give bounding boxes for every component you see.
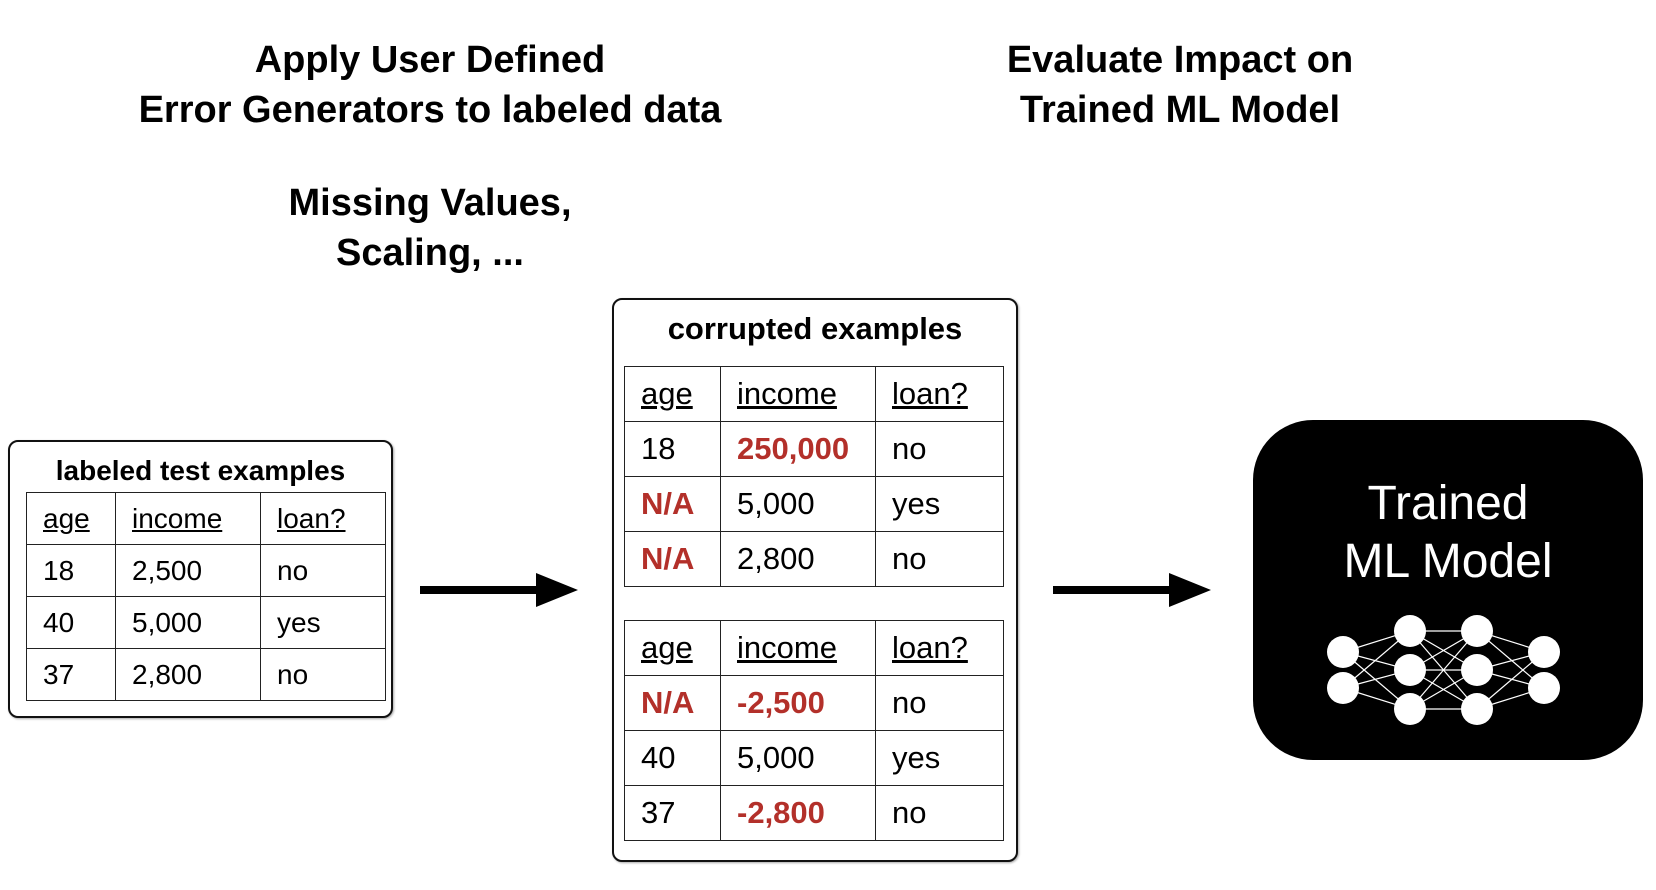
labeled-table: age income loan? 18 2,500 no 40 5,000 ye… [26, 492, 386, 701]
table-cell: 2,800 [115, 648, 261, 701]
corrupted-examples-panel: corrupted examples age income loan? 18 2… [612, 298, 1018, 862]
table-cell: 40 [26, 596, 116, 649]
table-row: 37 2,800 no [26, 648, 386, 701]
neural-network-icon [1327, 615, 1560, 725]
heading-apply-error-generators: Apply User Defined Error Generators to l… [95, 35, 765, 135]
nn-node [1461, 615, 1493, 647]
table-cell: N/A [624, 531, 721, 587]
nn-node [1394, 693, 1426, 725]
nn-node [1461, 693, 1493, 725]
nn-node [1327, 636, 1359, 668]
heading-apply-line-2: Error Generators to labeled data [138, 89, 722, 131]
table-cell: 5,000 [720, 730, 876, 786]
column-header-income: income [115, 492, 261, 545]
corrupted-table-2: age income loan? N/A -2,500 no 40 5,000 … [624, 620, 1004, 841]
table-cell: 18 [624, 421, 721, 477]
nn-node [1528, 672, 1560, 704]
model-label: Trained ML Model [1253, 475, 1643, 591]
table-row: 37 -2,800 no [624, 785, 1004, 841]
nn-node [1528, 636, 1560, 668]
table-cell: N/A [624, 476, 721, 532]
table-cell: 18 [26, 544, 116, 597]
table-cell: no [260, 648, 386, 701]
column-header-age: age [624, 366, 721, 422]
table-cell: yes [875, 730, 1004, 786]
corrupted-table-1: age income loan? 18 250,000 no N/A 5,000… [624, 366, 1004, 587]
table-header-row: age income loan? [26, 492, 386, 545]
table-cell: 40 [624, 730, 721, 786]
column-header-loan: loan? [875, 366, 1004, 422]
corrupted-panel-title: corrupted examples [667, 311, 963, 346]
column-header-loan: loan? [875, 620, 1004, 676]
model-label-line-1: Trained [1367, 477, 1529, 530]
table-header-row: age income loan? [624, 620, 1004, 676]
table-cell: -2,500 [720, 675, 876, 731]
table-cell: no [260, 544, 386, 597]
trained-model-box: Trained ML Model [1253, 420, 1643, 760]
table-cell: -2,800 [720, 785, 876, 841]
arrow-right-icon [420, 573, 578, 607]
heading-evaluate-impact: Evaluate Impact on Trained ML Model [930, 35, 1430, 135]
heading-evaluate-line-2: Trained ML Model [1019, 89, 1341, 131]
heading-apply-line-1: Apply User Defined [254, 39, 606, 81]
nn-node [1394, 654, 1426, 686]
nn-connection [1409, 630, 1478, 710]
table-cell: N/A [624, 675, 721, 731]
labeled-panel-title: labeled test examples [55, 455, 346, 486]
table-cell: no [875, 785, 1004, 841]
table-cell: 5,000 [720, 476, 876, 532]
table-row: 18 2,500 no [26, 544, 386, 597]
column-header-age: age [26, 492, 116, 545]
table-cell: 37 [624, 785, 721, 841]
labeled-examples-panel: labeled test examples age income loan? 1… [8, 440, 393, 718]
heading-errors-line-1: Missing Values, [288, 182, 572, 224]
column-header-loan: loan? [260, 492, 386, 545]
table-cell: yes [260, 596, 386, 649]
heading-errors-line-2: Scaling, ... [336, 232, 524, 274]
table-row: N/A 5,000 yes [624, 476, 1004, 532]
table-cell: 2,800 [720, 531, 876, 587]
table-cell: 2,500 [115, 544, 261, 597]
arrow-right-icon [1053, 573, 1211, 607]
nn-node [1327, 672, 1359, 704]
heading-error-types: Missing Values, Scaling, ... [200, 178, 660, 278]
table-row: 18 250,000 no [624, 421, 1004, 477]
table-row: 40 5,000 yes [624, 730, 1004, 786]
table-cell: 250,000 [720, 421, 876, 477]
table-row: 40 5,000 yes [26, 596, 386, 649]
table-cell: yes [875, 476, 1004, 532]
nn-node [1461, 654, 1493, 686]
table-cell: 5,000 [115, 596, 261, 649]
column-header-income: income [720, 620, 876, 676]
heading-evaluate-line-1: Evaluate Impact on [1006, 39, 1354, 81]
table-row: N/A 2,800 no [624, 531, 1004, 587]
column-header-age: age [624, 620, 721, 676]
table-row: N/A -2,500 no [624, 675, 1004, 731]
table-header-row: age income loan? [624, 366, 1004, 422]
table-cell: no [875, 675, 1004, 731]
table-cell: no [875, 421, 1004, 477]
model-label-line-2: ML Model [1343, 535, 1553, 588]
table-cell: no [875, 531, 1004, 587]
table-cell: 37 [26, 648, 116, 701]
nn-node [1394, 615, 1426, 647]
column-header-income: income [720, 366, 876, 422]
